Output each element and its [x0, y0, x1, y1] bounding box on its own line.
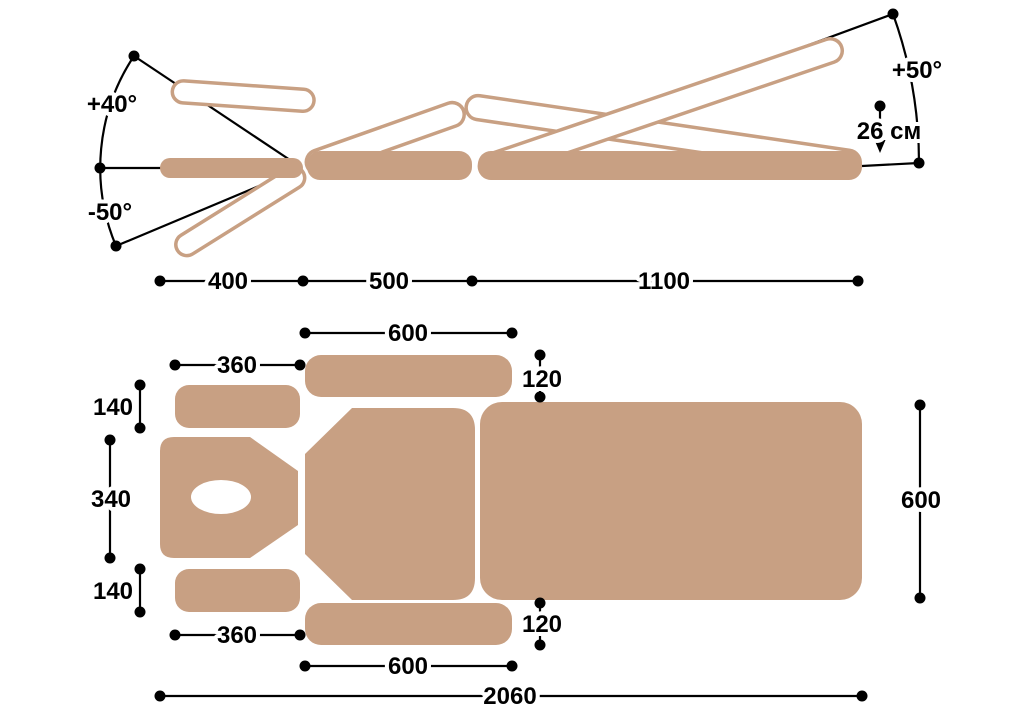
dim-endpoint-dot: [169, 629, 181, 641]
dim-endpoint-dot: [134, 563, 146, 575]
dim-endpoint-dot: [534, 639, 546, 651]
dim-endpoint-dot: [104, 552, 116, 564]
head-pad-bottom: [175, 569, 300, 612]
dim-endpoint-dot: [534, 597, 546, 609]
top-view: 600 360 120 140 340 140 360 120 600 600 …: [87, 316, 945, 714]
dim-armrest-top-width-label: 600: [388, 320, 428, 347]
headrest-raised-outline: [170, 79, 316, 113]
dim-endpoint-dot: [154, 690, 166, 702]
dim-headpad-top-height-label: 140: [93, 394, 133, 421]
dim-endpoint-dot: [466, 275, 478, 287]
dim-endpoint-dot: [506, 660, 518, 672]
headrest-up-angle-line: [133, 55, 303, 169]
angle-backrest-up-label: +50°: [892, 57, 942, 84]
dim-endpoint-dot: [128, 50, 140, 62]
dim-endpoint-dot: [299, 327, 311, 339]
dim-endpoint-dot: [534, 391, 546, 403]
dim-armrest-top-height-label: 120: [522, 366, 562, 393]
dim-endpoint-dot: [134, 606, 146, 618]
dim-headpad-top-width-label: 360: [217, 352, 257, 379]
dim-endpoint-dot: [299, 660, 311, 672]
dim-endpoint-dot: [297, 275, 309, 287]
dim-endpoint-dot: [887, 8, 899, 20]
dim-endpoint-dot: [104, 434, 116, 446]
height-arrowhead-icon: [874, 140, 886, 153]
dim-endpoint-dot: [506, 327, 518, 339]
dim-endpoint-dot: [534, 349, 546, 361]
dim-endpoint-dot: [134, 422, 146, 434]
angle-headrest-down-label: -50°: [88, 199, 132, 226]
seat-section-side: [307, 151, 472, 180]
armrest-bottom: [305, 603, 512, 645]
dim-backrest-length-label: 1100: [638, 268, 690, 295]
dim-endpoint-dot: [154, 275, 166, 287]
dim-endpoint-dot: [134, 379, 146, 391]
armrest-top: [305, 355, 512, 397]
dim-endpoint-dot: [294, 629, 306, 641]
backrest-section-side: [478, 151, 862, 180]
dim-endpoint-dot: [913, 157, 925, 169]
dim-headrest-length-label: 400: [208, 268, 248, 295]
dim-total-length-label: 2060: [483, 683, 536, 710]
angle-headrest-up-label: +40°: [87, 91, 137, 118]
dim-endpoint-dot: [169, 359, 181, 371]
main-bed-section: [480, 402, 862, 600]
side-view: +40° -50° +50° 26 см 400 500 1100: [83, 8, 946, 299]
dim-endpoint-dot: [914, 399, 926, 411]
dim-armrest-bottom-height-label: 120: [522, 611, 562, 638]
dim-bed-width-label: 600: [901, 487, 941, 514]
dim-endpoint-dot: [294, 359, 306, 371]
backrest-horizontal-line: [861, 161, 920, 168]
dim-endpoint-dot: [856, 690, 868, 702]
dim-endpoint-dot: [852, 275, 864, 287]
dim-seat-length-label: 500: [369, 268, 409, 295]
dim-headpad-bottom-height-label: 140: [93, 578, 133, 605]
seat-section-top: [305, 408, 475, 600]
dim-endpoint-dot: [874, 100, 886, 112]
dim-endpoint-dot: [914, 592, 926, 604]
dim-endpoint-dot: [110, 240, 122, 252]
dim-endpoint-dot: [94, 162, 106, 174]
face-hole: [191, 480, 251, 514]
height-adjustment-label: 26 см: [857, 118, 921, 145]
dim-armrest-bottom-width-label: 600: [388, 653, 428, 680]
dim-headpad-bottom-width-label: 360: [217, 622, 257, 649]
headrest-angle-arc: [99, 55, 135, 247]
headrest-section-side: [160, 158, 303, 178]
dim-headrest-height-label: 340: [91, 486, 131, 513]
backrest-angle-arc: [891, 13, 921, 164]
head-pad-top: [175, 385, 300, 428]
